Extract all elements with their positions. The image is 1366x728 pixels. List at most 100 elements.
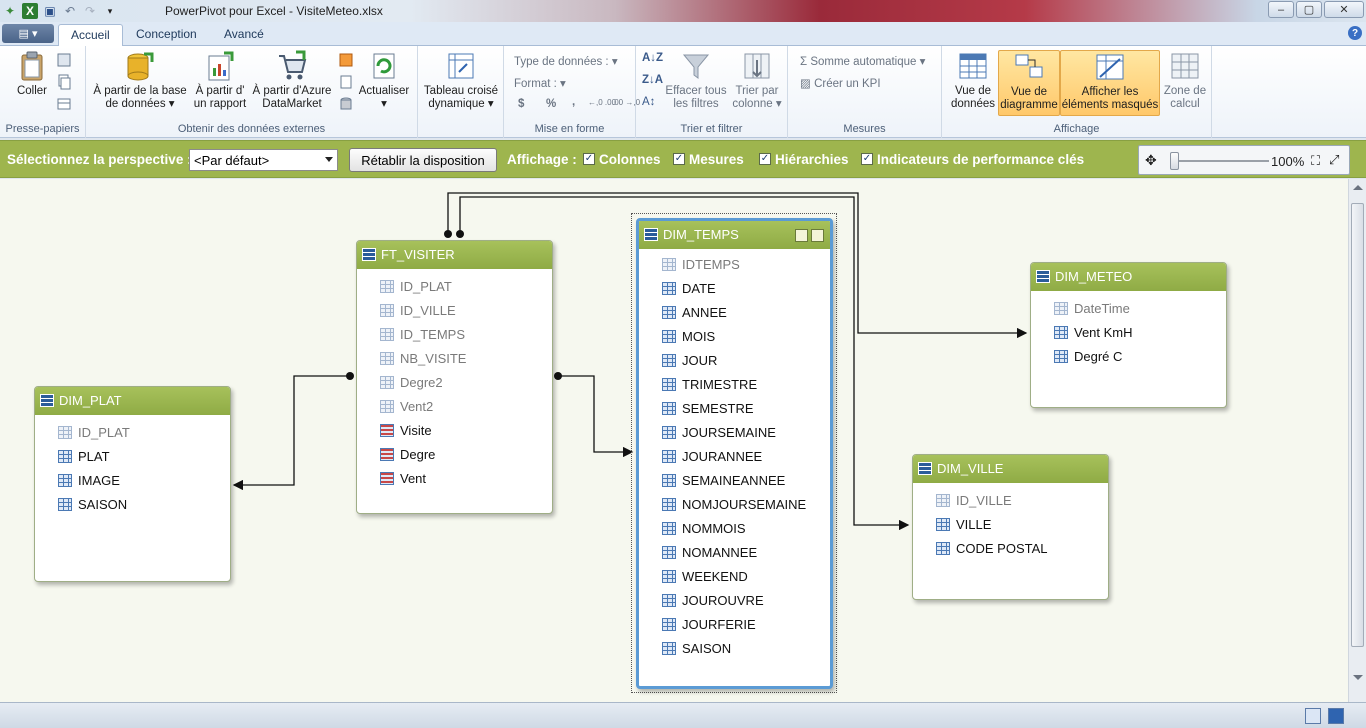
perspective-select[interactable]: <Par défaut> bbox=[189, 149, 338, 171]
checkbox-hierarchies[interactable]: ✓ bbox=[759, 153, 771, 165]
zoom-slider[interactable] bbox=[1170, 152, 1179, 170]
column-item[interactable]: PLAT bbox=[35, 445, 230, 469]
column-item[interactable]: DATE bbox=[639, 277, 830, 301]
autosum-button[interactable]: Σ Somme automatique ▾ bbox=[800, 56, 926, 68]
redo-icon[interactable]: ↷ bbox=[84, 4, 96, 18]
relationship-visiter-temps[interactable] bbox=[554, 372, 634, 458]
column-item[interactable]: Degre2 bbox=[357, 371, 552, 395]
diagram-view-status-icon[interactable] bbox=[1328, 708, 1344, 724]
relationship-visiter-meteo[interactable] bbox=[444, 192, 1028, 339]
diagram-canvas[interactable]: FT_VISITER ID_PLAT ID_VILLE ID_TEMPS NB_… bbox=[0, 179, 1348, 702]
grid-view-icon[interactable] bbox=[1305, 708, 1321, 724]
column-item[interactable]: ANNEE bbox=[639, 301, 830, 325]
pan-icon[interactable]: ✥ bbox=[1145, 152, 1157, 168]
tab-conception[interactable]: Conception bbox=[136, 27, 197, 41]
copy-icon[interactable] bbox=[56, 74, 72, 93]
column-item[interactable]: VILLE bbox=[913, 513, 1108, 537]
table-dim-temps[interactable]: DIM_TEMPS IDTEMPS DATE ANNEE MOIS JOUR T… bbox=[636, 218, 833, 689]
column-item[interactable]: ID_PLAT bbox=[357, 275, 552, 299]
fit-to-screen-icon[interactable]: ⛶ bbox=[1311, 153, 1321, 168]
maximize-button[interactable]: ▢ bbox=[1296, 1, 1322, 18]
column-item[interactable]: ID_VILLE bbox=[913, 489, 1108, 513]
data-type-dropdown[interactable]: Type de données : ▾ bbox=[514, 56, 618, 68]
create-kpi-button[interactable]: ▨ Créer un KPI bbox=[800, 78, 881, 90]
column-item[interactable]: Degré C bbox=[1031, 345, 1226, 369]
percent-button[interactable]: % bbox=[546, 98, 557, 110]
cut-icon[interactable] bbox=[56, 52, 72, 71]
vertical-scrollbar[interactable] bbox=[1348, 179, 1366, 702]
table-dim-plat[interactable]: DIM_PLAT ID_PLAT PLAT IMAGE SAISON bbox=[34, 386, 231, 582]
column-item[interactable]: SEMAINEANNEE bbox=[639, 469, 830, 493]
column-item[interactable]: JOUR bbox=[639, 349, 830, 373]
scroll-down-icon[interactable] bbox=[1353, 675, 1363, 680]
column-item[interactable]: NOMJOURSEMAINE bbox=[639, 493, 830, 517]
column-item[interactable]: NOMMOIS bbox=[639, 517, 830, 541]
column-item[interactable]: JOURSEMAINE bbox=[639, 421, 830, 445]
table-header-dim-plat[interactable]: DIM_PLAT bbox=[35, 387, 230, 415]
table-header-ft-visiter[interactable]: FT_VISITER bbox=[357, 241, 552, 269]
sort-desc-icon[interactable]: Z↓A bbox=[642, 74, 664, 86]
close-button[interactable]: ✕ bbox=[1324, 1, 1364, 18]
from-azure-datamarket-button[interactable]: À partir d'Azure DataMarket bbox=[250, 50, 334, 111]
qat-customize-icon[interactable]: ▾ bbox=[107, 5, 113, 16]
column-item[interactable]: JOURFERIE bbox=[639, 613, 830, 637]
save-icon[interactable]: ▣ bbox=[44, 4, 56, 18]
table-header-dim-ville[interactable]: DIM_VILLE bbox=[913, 455, 1108, 483]
help-icon[interactable]: ? bbox=[1348, 26, 1362, 40]
copy-table-icon[interactable] bbox=[56, 96, 72, 115]
pivot-table-button[interactable]: Tableau croisé dynamique ▾ bbox=[422, 50, 500, 111]
decrease-decimal-button[interactable]: .00 →,0 bbox=[612, 98, 641, 107]
table-dim-meteo[interactable]: DIM_METEO DateTime Vent KmH Degré C bbox=[1030, 262, 1227, 408]
paste-button[interactable]: Coller bbox=[8, 50, 56, 98]
currency-button[interactable]: $ bbox=[518, 98, 525, 110]
comma-button[interactable]: , bbox=[572, 96, 576, 108]
reset-layout-button[interactable]: Rétablir la disposition bbox=[349, 148, 497, 172]
clear-filters-button[interactable]: Effacer tous les filtres bbox=[664, 50, 728, 111]
format-dropdown[interactable]: Format : ▾ bbox=[514, 78, 566, 90]
measure-item[interactable]: Vent bbox=[357, 467, 552, 491]
column-item[interactable]: SEMESTRE bbox=[639, 397, 830, 421]
checkbox-columns[interactable]: ✓ bbox=[583, 153, 595, 165]
scrollbar-thumb[interactable] bbox=[1351, 203, 1364, 647]
column-item[interactable]: SAISON bbox=[639, 637, 830, 661]
from-database-button[interactable]: À partir de la base de données ▾ bbox=[92, 50, 188, 111]
other-sources-icon[interactable] bbox=[338, 52, 354, 71]
data-view-button[interactable]: Vue de données bbox=[948, 50, 998, 111]
column-item[interactable]: TRIMESTRE bbox=[639, 373, 830, 397]
scroll-up-icon[interactable] bbox=[1353, 185, 1363, 190]
table-ft-visiter[interactable]: FT_VISITER ID_PLAT ID_VILLE ID_TEMPS NB_… bbox=[356, 240, 553, 514]
tab-accueil[interactable]: Accueil bbox=[58, 24, 123, 46]
from-report-button[interactable]: À partir d' un rapport bbox=[190, 50, 250, 111]
column-item[interactable]: ID_VILLE bbox=[357, 299, 552, 323]
increase-decimal-button[interactable]: ←,0 .00 bbox=[588, 98, 617, 107]
clear-sort-icon[interactable]: A↕ bbox=[642, 96, 656, 108]
original-size-icon[interactable]: ⤢ bbox=[1329, 152, 1340, 167]
create-hierarchy-icon[interactable] bbox=[795, 229, 808, 242]
column-item[interactable]: JOUROUVRE bbox=[639, 589, 830, 613]
column-item[interactable]: NB_VISITE bbox=[357, 347, 552, 371]
from-other-db-icon[interactable] bbox=[338, 96, 354, 115]
calculation-area-button[interactable]: Zone de calcul bbox=[1160, 50, 1210, 111]
table-dim-ville[interactable]: DIM_VILLE ID_VILLE VILLE CODE POSTAL bbox=[912, 454, 1109, 600]
table-header-dim-temps[interactable]: DIM_TEMPS bbox=[639, 221, 830, 249]
column-item[interactable]: MOIS bbox=[639, 325, 830, 349]
column-item[interactable]: ID_TEMPS bbox=[357, 323, 552, 347]
checkbox-kpis[interactable]: ✓ bbox=[861, 153, 873, 165]
relationship-visiter-plat[interactable] bbox=[232, 372, 354, 491]
measure-item[interactable]: Visite bbox=[357, 419, 552, 443]
column-item[interactable]: IDTEMPS bbox=[639, 253, 830, 277]
column-item[interactable]: CODE POSTAL bbox=[913, 537, 1108, 561]
column-item[interactable]: ID_PLAT bbox=[35, 421, 230, 445]
relationship-visiter-ville[interactable] bbox=[456, 196, 910, 531]
sort-by-column-button[interactable]: Trier par colonne ▾ bbox=[730, 50, 784, 111]
column-item[interactable]: Vent KmH bbox=[1031, 321, 1226, 345]
column-item[interactable]: IMAGE bbox=[35, 469, 230, 493]
column-item[interactable]: NOMANNEE bbox=[639, 541, 830, 565]
minimize-table-icon[interactable] bbox=[811, 229, 824, 242]
table-header-dim-meteo[interactable]: DIM_METEO bbox=[1031, 263, 1226, 291]
column-item[interactable]: SAISON bbox=[35, 493, 230, 517]
diagram-view-button[interactable]: Vue de diagramme bbox=[998, 50, 1060, 116]
column-item[interactable]: WEEKEND bbox=[639, 565, 830, 589]
existing-connections-icon[interactable] bbox=[338, 74, 354, 93]
sort-asc-icon[interactable]: A↓Z bbox=[642, 52, 664, 64]
